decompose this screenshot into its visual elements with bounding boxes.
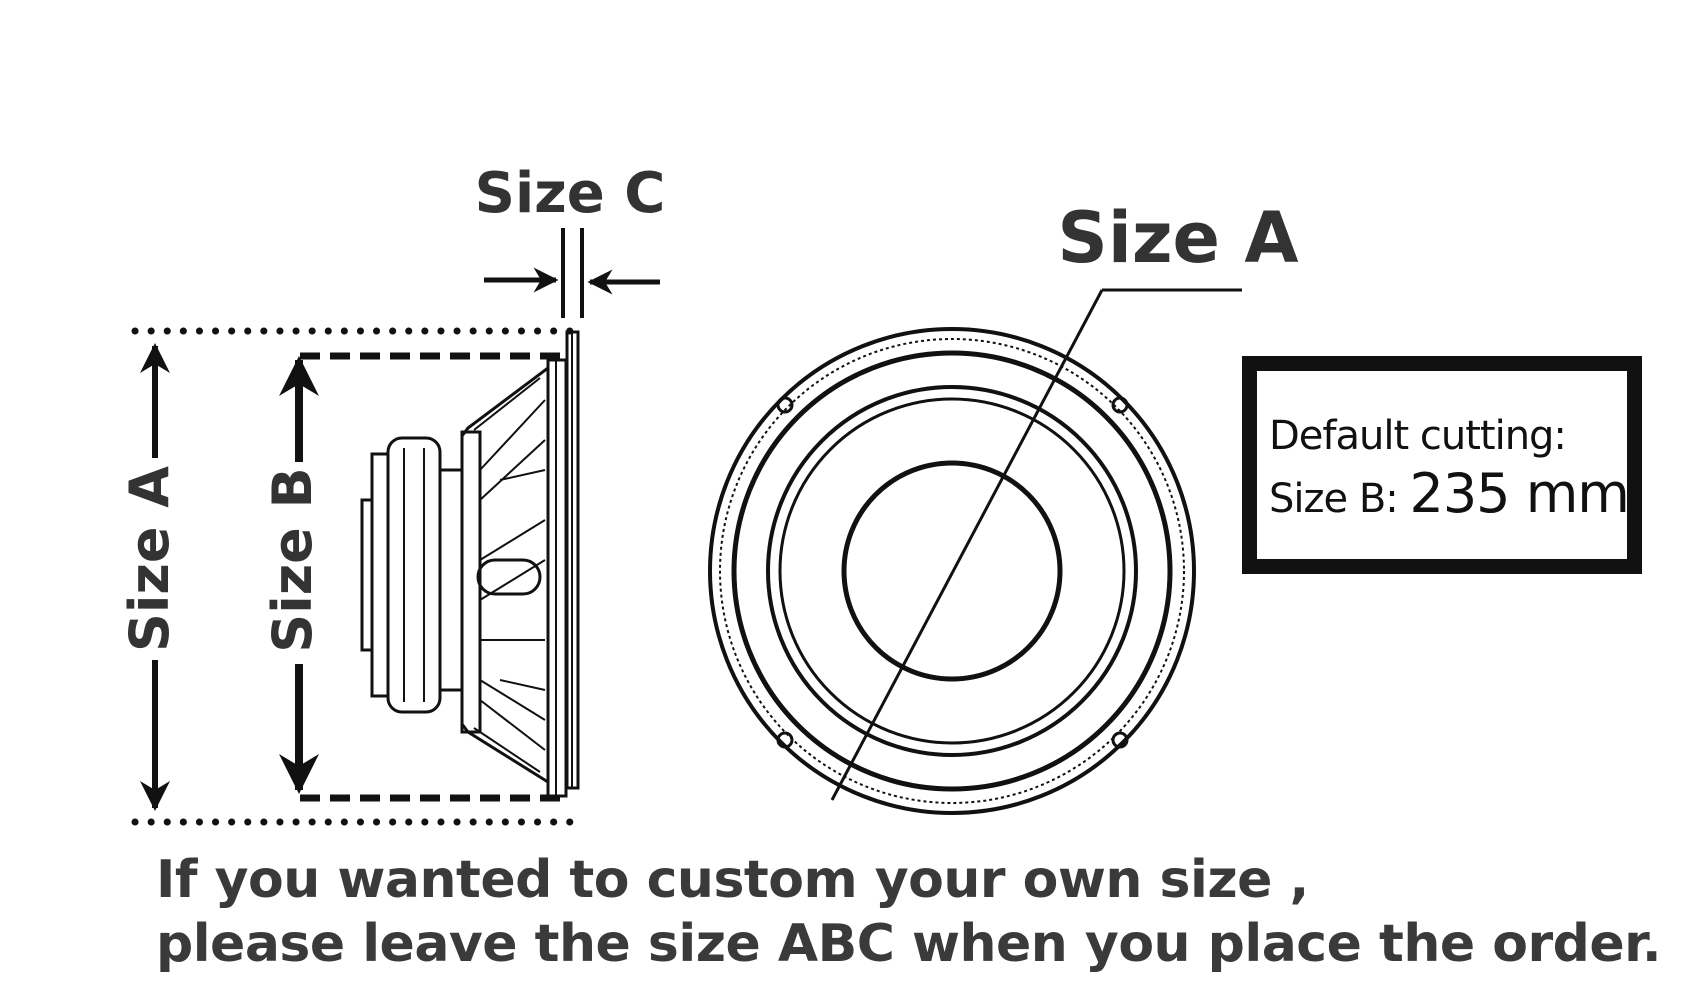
- default-cutting-size-value: 235 mm: [1409, 462, 1629, 525]
- size-b-label: Size B: [261, 467, 324, 652]
- front-surround-ring: [766, 385, 1138, 757]
- size-b-dimension: [279, 352, 565, 802]
- size-c-dimension: [484, 228, 660, 318]
- caption-line-1: If you wanted to custom your own size ,: [156, 850, 1309, 910]
- mounting-hole: [776, 396, 794, 414]
- mounting-hole: [1111, 396, 1129, 414]
- front-basket-ring: [731, 350, 1173, 792]
- basket-slot: [476, 558, 542, 596]
- front-outer-ring: [708, 327, 1196, 815]
- mounting-hole: [776, 731, 794, 749]
- default-cutting-size-label: Size B:: [1269, 476, 1410, 522]
- instruction-caption: If you wanted to custom your own size , …: [156, 848, 1662, 976]
- speaker-front-view: [708, 288, 1242, 815]
- size-c-label: Size C: [475, 161, 666, 226]
- default-cutting-size-row: Size B: 235 mm: [1269, 462, 1630, 528]
- caption-line-2: please leave the size ABC when you place…: [156, 914, 1662, 974]
- size-a-front-label: Size A: [1057, 197, 1298, 279]
- default-cutting-title: Default cutting:: [1269, 413, 1567, 459]
- size-a-diameter-line: [830, 289, 1104, 801]
- magnet-cap: [360, 498, 374, 652]
- front-dust-cap: [841, 460, 1063, 682]
- size-a-label: Size A: [118, 466, 181, 652]
- default-cutting-box: Default cutting: Size B: 235 mm: [1242, 356, 1642, 574]
- size-a-dimension: [131, 327, 576, 826]
- mounting-hole: [1111, 731, 1129, 749]
- magnet: [386, 436, 442, 714]
- speaker-side-view: [360, 330, 580, 798]
